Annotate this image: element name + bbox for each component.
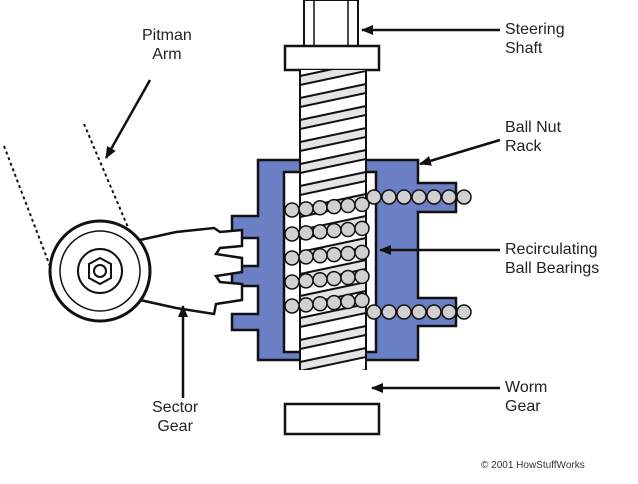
ball-bearing	[298, 225, 314, 241]
ball-bearing	[411, 304, 427, 320]
ball-bearing	[298, 273, 314, 289]
label-steering-shaft: Steering Shaft	[505, 20, 565, 58]
ball-bearing	[441, 189, 457, 205]
label-worm-gear: Worm Gear	[505, 378, 547, 416]
ball-bearing	[340, 293, 356, 310]
ball-bearing	[298, 249, 314, 265]
callout-arrows	[104, 25, 501, 398]
ball-bearing	[326, 294, 342, 311]
ball-bearing	[396, 304, 412, 320]
ball-bearing	[456, 189, 472, 205]
recirculating-ball-bearings	[284, 189, 472, 320]
ball-bearing	[381, 189, 397, 205]
label-ball-nut-rack-line2: Rack	[505, 138, 542, 155]
ball-bearing	[354, 220, 370, 237]
ball-bearing	[326, 222, 342, 239]
label-worm-gear-line2: Gear	[505, 398, 541, 415]
ball-bearing	[366, 304, 382, 320]
label-recirculating-ball-bearings: Recirculating Ball Bearings	[505, 240, 599, 278]
ball-bearing	[284, 202, 300, 218]
ball-bearing	[312, 200, 328, 216]
ball-bearing	[284, 298, 300, 314]
label-sector-gear-line1: Sector	[152, 399, 199, 416]
label-recirculating-line1: Recirculating	[505, 241, 598, 258]
ball-bearing	[284, 274, 300, 290]
ball-bearing	[396, 189, 412, 205]
ball-bearing	[340, 197, 356, 214]
ball-bearing	[340, 269, 356, 286]
ball-bearing	[298, 297, 314, 313]
pitman-arm	[48, 219, 152, 323]
ball-bearing	[426, 304, 442, 320]
ball-bearing	[340, 221, 356, 238]
label-worm-gear-line1: Worm	[505, 379, 548, 396]
ball-bearing	[354, 244, 370, 261]
ball-bearing	[312, 248, 328, 264]
ball-bearing	[426, 189, 442, 205]
label-steering-shaft-line2: Shaft	[505, 40, 543, 57]
ball-bearing	[326, 246, 342, 263]
label-recirculating-line2: Ball Bearings	[505, 260, 600, 277]
label-ball-nut-rack-line1: Ball Nut	[505, 119, 562, 136]
label-steering-shaft-line1: Steering	[505, 21, 565, 38]
pitman-swing-lines	[3, 123, 131, 267]
ball-bearing	[284, 226, 300, 242]
ball-bearing	[411, 189, 427, 205]
ball-bearing	[312, 296, 328, 312]
ball-bearing	[366, 189, 382, 205]
label-sector-gear-line2: Gear	[157, 418, 193, 435]
worm-thread	[361, 368, 367, 370]
ball-bearing	[441, 304, 457, 320]
label-pitman-arm-line1: Pitman	[142, 27, 192, 44]
ball-bearing	[354, 196, 370, 213]
bottom-collar	[283, 402, 381, 436]
ball-bearing	[381, 304, 397, 320]
ball-bearing	[326, 198, 342, 215]
worm-gear	[299, 70, 367, 370]
ball-bearing	[354, 292, 370, 309]
ball-bearing	[326, 270, 342, 287]
ball-bearing	[312, 272, 328, 288]
ball-bearing	[284, 250, 300, 266]
label-pitman-arm-line2: Arm	[152, 46, 182, 63]
label-ball-nut-rack: Ball Nut Rack	[505, 118, 561, 156]
ball-bearing	[298, 201, 314, 217]
copyright-text: © 2001 HowStuffWorks	[481, 460, 585, 471]
ball-bearing	[340, 245, 356, 262]
label-pitman-arm: Pitman Arm	[142, 26, 192, 64]
ball-bearing	[354, 268, 370, 285]
ball-bearing	[456, 304, 472, 320]
ball-bearing	[312, 224, 328, 240]
steering-shaft	[283, 0, 381, 72]
label-sector-gear: Sector Gear	[152, 398, 198, 436]
